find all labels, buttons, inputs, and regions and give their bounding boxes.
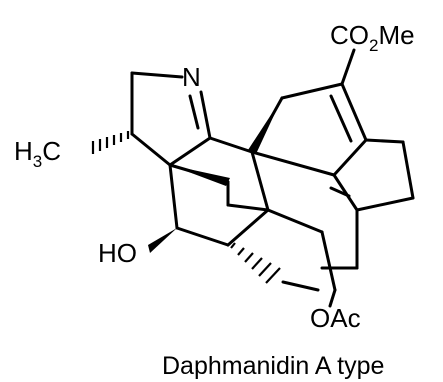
hash-methyl	[91, 131, 130, 154]
bond-chain-a	[266, 208, 324, 234]
bond-core-g	[175, 226, 230, 247]
bond-ring1-a	[280, 82, 344, 100]
bond-pyr-d	[168, 136, 212, 167]
ester-label: CO2Me	[330, 20, 415, 55]
bond-ring1-e	[332, 138, 368, 177]
imine-nitrogen-label: N	[182, 62, 201, 92]
bond-core-a	[208, 136, 254, 154]
bond-ester	[340, 48, 356, 86]
bond-core-b	[250, 150, 270, 212]
bond-pyr-c	[130, 132, 172, 167]
bond-ring2-b	[401, 140, 415, 200]
bond-chain-d	[281, 280, 320, 292]
bond-ring2-d	[332, 173, 359, 212]
bond-ring1-c	[340, 82, 368, 142]
wedge-spiro	[248, 98, 282, 154]
bond-ring2-c	[355, 196, 415, 212]
hash-lower	[230, 242, 281, 284]
bond-pyr-f-imine-inner	[188, 94, 200, 130]
stereo-bonds	[91, 98, 282, 284]
methyl-label: H3C	[14, 136, 61, 171]
bond-chain-b	[320, 230, 337, 292]
bond-pyr-e-imine	[199, 90, 212, 140]
wedge-hydroxyl	[148, 228, 177, 253]
acetoxy-label: OAc	[310, 303, 361, 333]
bond-core-f	[168, 163, 179, 230]
bond-core-e	[226, 203, 270, 212]
bond-core-h	[226, 208, 270, 247]
bond-pyr-a	[130, 71, 184, 79]
bond-ring2-e-double-inner	[329, 186, 351, 198]
bond-chain-e	[328, 288, 337, 308]
bond-ring1-d-double-inner	[329, 94, 353, 143]
skeleton-bonds	[130, 48, 415, 308]
wedge-core	[170, 165, 230, 186]
bond-ring2-a	[364, 138, 405, 144]
bond-ring1-f	[250, 150, 336, 177]
hydroxyl-label: HO	[98, 238, 137, 268]
molecule-caption: Daphmanidin A type	[162, 352, 384, 380]
